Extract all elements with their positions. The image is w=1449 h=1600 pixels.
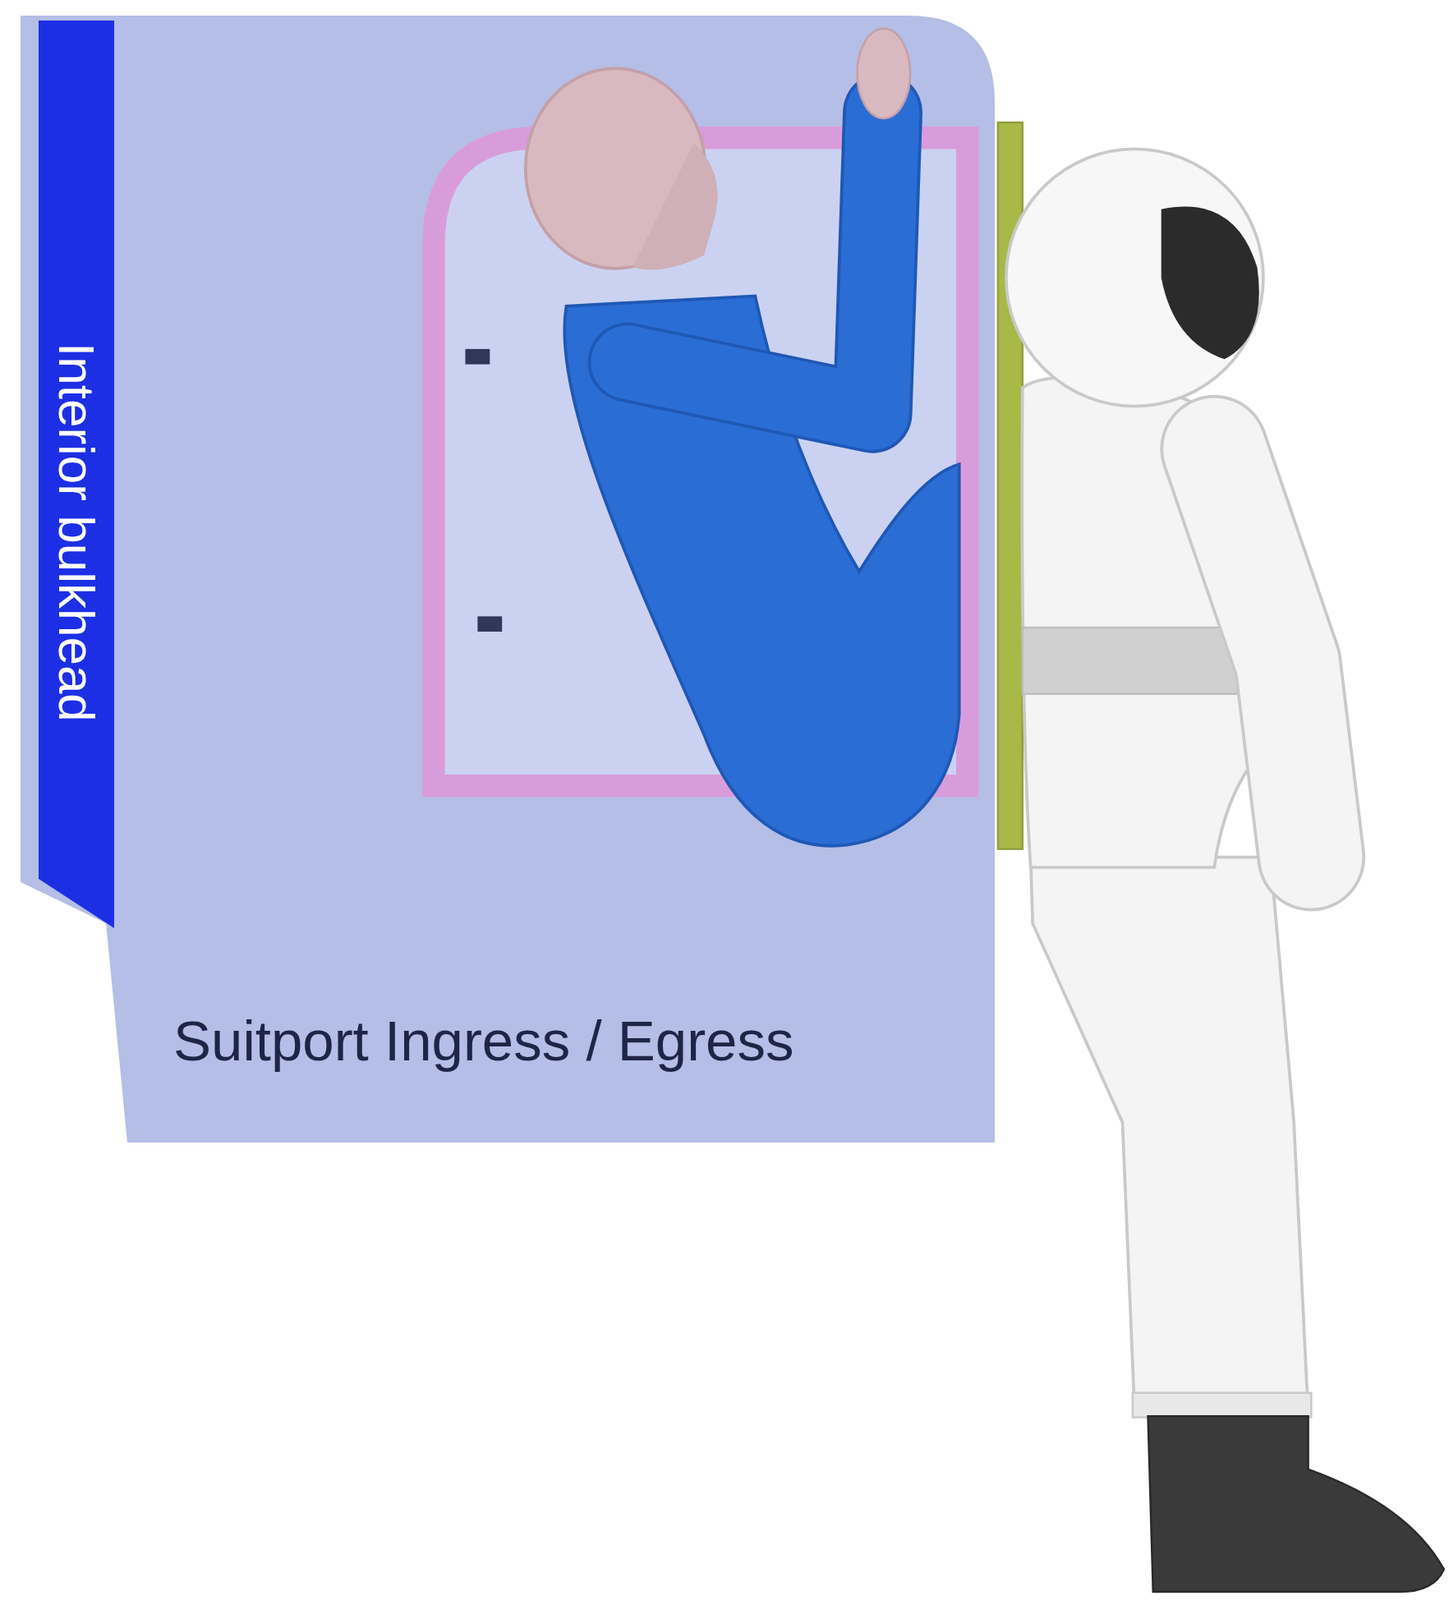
suit-arm-outline xyxy=(1214,449,1311,858)
suit-helmet xyxy=(1006,148,1264,406)
panel-box-outline xyxy=(20,15,995,1143)
bulkhead-band-shape xyxy=(38,20,115,929)
panel-box-shape xyxy=(20,15,995,1143)
suit-belt xyxy=(1022,627,1268,695)
suit-boot xyxy=(1148,1416,1445,1592)
suitport-plate xyxy=(998,122,1023,849)
spacesuit xyxy=(1006,148,1445,1592)
panel-title: Suitport Ingress / Egress xyxy=(173,1012,795,1070)
bulkhead-band: Interior bulkhead xyxy=(38,20,115,929)
suit-cuff xyxy=(1132,1393,1311,1418)
band-label: Interior bulkhead xyxy=(50,342,102,723)
panel-box: Suitport Ingress / Egress Interior bulkhe… xyxy=(20,15,995,1143)
suit-legs xyxy=(1030,857,1309,1414)
suit-arm xyxy=(1214,449,1311,858)
helmet-visor xyxy=(1161,207,1260,360)
suit-torso xyxy=(1021,377,1308,868)
